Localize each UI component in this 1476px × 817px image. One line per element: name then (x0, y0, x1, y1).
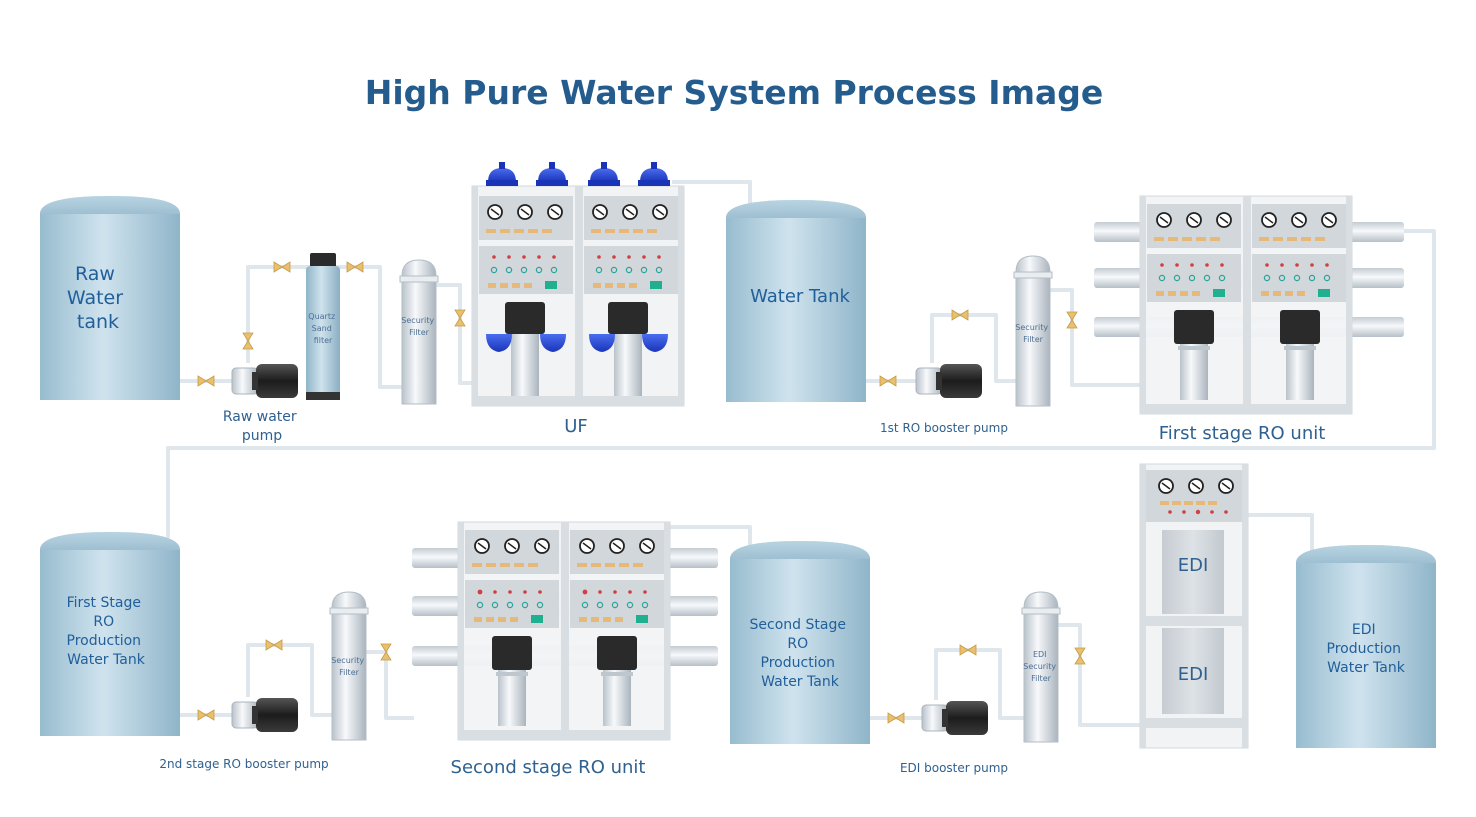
first-tank-label-3: Production (67, 633, 141, 649)
quartz-sand-filter: Quartz Sand filter (306, 253, 340, 400)
edi-production-tank: EDI Production Water Tank (1296, 545, 1436, 748)
svg-text:Raw Water tank: Raw Water tank (67, 263, 129, 333)
raw-tank-label-2: Water (67, 287, 123, 309)
raw-pump-label-1: Raw water (223, 409, 297, 425)
uf-membranes (486, 302, 668, 396)
edi-filter-label-3: Filter (1031, 674, 1052, 683)
security-filter-2-label-1: Security (1015, 323, 1048, 332)
uf-unit (471, 162, 685, 407)
edi-booster-pump (921, 701, 988, 735)
security-filter-2-label-2: Filter (1023, 335, 1044, 344)
ro1-control-panel (1147, 204, 1241, 302)
water-tank-label: Water Tank (750, 286, 850, 307)
valve-icon (197, 709, 215, 721)
raw-pump-label-2: pump (242, 428, 282, 444)
valve-icon (346, 261, 364, 273)
diagram-title: High Pure Water System Process Image (365, 73, 1104, 112)
edi-tank-label-3: Water Tank (1327, 660, 1406, 676)
first-tank-label-1: First Stage (67, 595, 141, 611)
edi-module-bottom-label: EDI (1178, 664, 1209, 685)
svg-text:First Stage RO Pro: First Stage RO Production Water Tank (67, 595, 146, 668)
svg-text:Quartz Sand filter: Quartz Sand filter (308, 312, 337, 345)
svg-text:Raw water pump: Raw water pump (223, 409, 301, 444)
uf-control-panel (479, 196, 573, 294)
valve-icon (265, 639, 283, 651)
valve-icon (454, 309, 466, 327)
first-stage-ro-unit (1094, 195, 1404, 415)
valve-icon (1066, 311, 1078, 329)
second-tank-label-2: RO (787, 636, 808, 652)
security-filter-3-label-1: Security (331, 656, 364, 665)
valve-icon (959, 644, 977, 656)
raw-tank-label-3: tank (77, 311, 119, 333)
edi-security-filter: EDI Security Filter (1021, 591, 1061, 743)
first-ro-booster-pump (915, 364, 982, 398)
water-tank: Water Tank (726, 200, 866, 402)
valve-icon (242, 332, 254, 350)
edi-module-top-label: EDI (1178, 555, 1209, 576)
security-filter-1: Security Filter (399, 259, 439, 405)
ro1-pump-label: 1st RO booster pump (880, 421, 1008, 435)
second-tank-label-1: Second Stage (750, 617, 846, 633)
first-tank-label-2: RO (93, 614, 114, 630)
second-tank-label-3: Production (761, 655, 835, 671)
uf-label: UF (564, 416, 588, 437)
first-stage-ro-production-tank: First Stage RO Production Water Tank (40, 532, 180, 736)
ro2-high-pressure-pumps (492, 636, 637, 726)
svg-text:EDI Production Wat: EDI Production Water Tank (1327, 622, 1406, 676)
valve-icon (951, 309, 969, 321)
quartz-label-2: Sand (312, 324, 332, 333)
valve-icon (879, 375, 897, 387)
uf-top-caps (486, 162, 670, 186)
edi-filter-label-2: Security (1023, 662, 1056, 671)
valves (197, 261, 1086, 724)
first-tank-label-4: Water Tank (67, 652, 146, 668)
second-stage-ro-unit (412, 521, 718, 741)
svg-text:Second Stage RO P: Second Stage RO Production Water Tank (750, 617, 851, 690)
edi-unit: EDI EDI (1139, 463, 1249, 749)
valve-icon (273, 261, 291, 273)
security-filter-1-label-1: Security (401, 316, 434, 325)
valve-icon (197, 375, 215, 387)
raw-water-pump (231, 364, 298, 398)
second-stage-ro-production-tank: Second Stage RO Production Water Tank (730, 541, 870, 744)
svg-text:EDI Security Filte: EDI Security Filter (1023, 650, 1058, 683)
quartz-label-1: Quartz (308, 312, 335, 321)
edi-pump-label: EDI booster pump (900, 761, 1008, 775)
ro2-unit-label: Second stage RO unit (451, 757, 646, 778)
valve-icon (1074, 647, 1086, 665)
svg-text:Security Filter: Security Filter (331, 656, 366, 677)
security-filter-3: Security Filter (329, 591, 369, 741)
ro1-high-pressure-pumps (1174, 310, 1320, 400)
edi-tank-label-2: Production (1327, 641, 1401, 657)
edi-filter-label-1: EDI (1033, 650, 1047, 659)
raw-tank-label-1: Raw (75, 263, 115, 285)
valve-icon (380, 643, 392, 661)
ro2-control-panel (465, 530, 559, 628)
valve-icon (887, 712, 905, 724)
ro2-pump-label: 2nd stage RO booster pump (159, 757, 328, 771)
edi-tank-label-1: EDI (1352, 622, 1376, 638)
svg-text:Security Filter: Security Filter (401, 316, 436, 337)
security-filter-3-label-2: Filter (339, 668, 360, 677)
second-tank-label-4: Water Tank (761, 674, 840, 690)
quartz-label-3: filter (314, 336, 333, 345)
raw-water-tank: Raw Water tank (40, 196, 180, 400)
second-ro-booster-pump (231, 698, 298, 732)
svg-text:Security Filter: Security Filter (1015, 323, 1050, 344)
security-filter-1-label-2: Filter (409, 328, 430, 337)
security-filter-2: Security Filter (1013, 255, 1053, 407)
ro1-unit-label: First stage RO unit (1159, 423, 1326, 444)
